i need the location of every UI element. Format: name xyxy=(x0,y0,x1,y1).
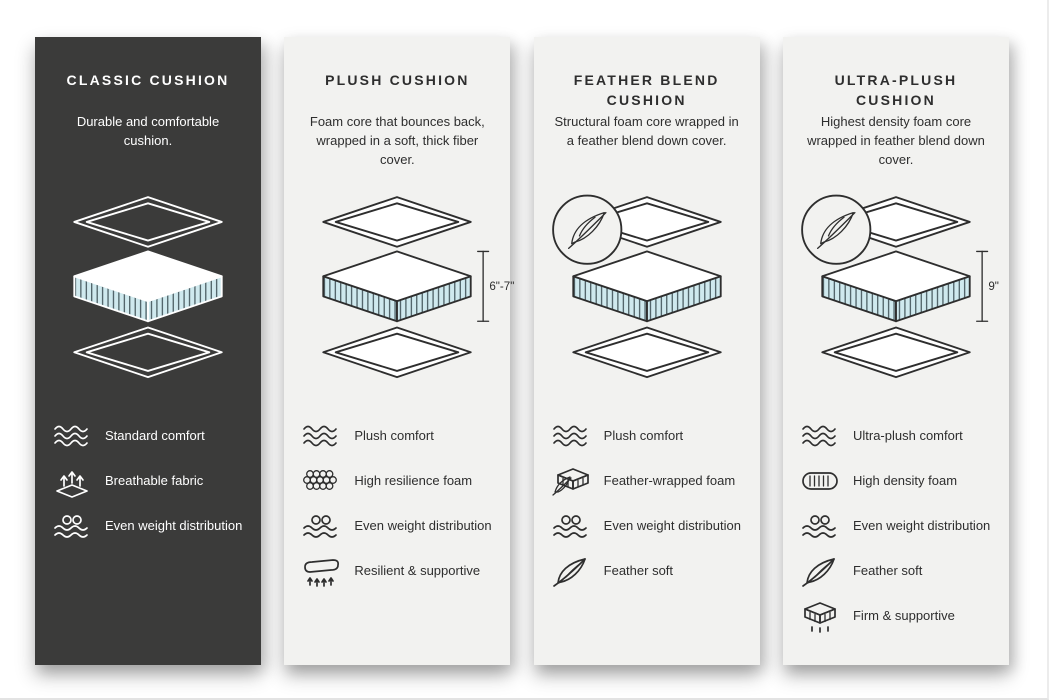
card-title: CLASSIC CUSHION xyxy=(66,72,230,88)
feather-icon xyxy=(550,554,592,588)
height-measurement: 9" xyxy=(976,250,999,322)
feature-label: Even weight distribution xyxy=(603,517,741,533)
layered-cushion-svg xyxy=(73,196,223,378)
feature-label: High resilience foam xyxy=(354,472,473,488)
layered-cushion-svg xyxy=(551,194,722,378)
card-description: Highest density foam core wrapped in fea… xyxy=(807,114,985,167)
feather-icon xyxy=(799,554,841,588)
feature-item: Feather-wrapped foam xyxy=(550,464,744,498)
feature-item: Plush comfort xyxy=(300,419,494,453)
waves-icon xyxy=(550,419,592,453)
feature-list: Standard comfort Breathable fabric Even … xyxy=(51,419,245,543)
feature-item: Ultra-plush comfort xyxy=(799,419,993,453)
feature-item: Even weight distribution xyxy=(300,509,494,543)
feather-badge xyxy=(801,194,872,265)
feature-label: Standard comfort xyxy=(105,427,205,443)
feature-label: High density foam xyxy=(852,472,958,488)
card-title: ULTRA-PLUSH CUSHION xyxy=(834,72,958,108)
feature-label: Even weight distribution xyxy=(105,517,243,533)
card-title: FEATHER BLEND CUSHION xyxy=(573,72,720,108)
feature-item: Even weight distribution xyxy=(550,509,744,543)
feature-item: Feather soft xyxy=(550,554,744,588)
feature-item: Standard comfort xyxy=(51,419,245,453)
breathable-icon xyxy=(51,464,93,498)
cushion-diagram: 6"-7" xyxy=(300,181,515,393)
resilient-icon xyxy=(300,554,342,588)
feature-item: Even weight distribution xyxy=(799,509,993,543)
waves-icon xyxy=(51,419,93,453)
height-measurement-label: 9" xyxy=(988,280,999,293)
card-classic-cushion: CLASSIC CUSHION Durable and comfortable … xyxy=(35,37,261,665)
feature-item: Firm & supportive xyxy=(799,599,993,633)
even-weight-icon xyxy=(799,509,841,543)
feature-list: Ultra-plush comfort High density foam Ev… xyxy=(799,419,993,633)
feature-label: Even weight distribution xyxy=(354,517,492,533)
feature-label: Breathable fabric xyxy=(105,472,204,488)
feather-wrapped-foam-icon xyxy=(550,464,592,498)
feature-label: Plush comfort xyxy=(354,427,434,443)
feature-label: Ultra-plush comfort xyxy=(852,427,963,443)
firm-supportive-icon xyxy=(799,599,841,633)
card-title: PLUSH CUSHION xyxy=(325,72,470,88)
feature-label: Resilient & supportive xyxy=(354,562,481,578)
even-weight-icon xyxy=(51,509,93,543)
card-description: Durable and comfortable cushion. xyxy=(76,114,220,148)
height-measurement: 6"-7" xyxy=(477,250,515,322)
card-feather-blend-cushion: FEATHER BLEND CUSHION Structural foam co… xyxy=(533,37,760,665)
feature-label: Even weight distribution xyxy=(852,517,991,533)
waves-icon xyxy=(300,419,342,453)
feature-item: Resilient & supportive xyxy=(300,554,494,588)
feature-label: Feather-wrapped foam xyxy=(603,472,736,488)
high-density-foam-icon xyxy=(799,464,841,498)
even-weight-icon xyxy=(550,509,592,543)
feature-item: Breathable fabric xyxy=(51,464,245,498)
feature-label: Firm & supportive xyxy=(852,607,955,623)
card-plush-cushion: PLUSH CUSHION Foam core that bounces bac… xyxy=(284,37,515,665)
feature-label: Feather soft xyxy=(852,562,923,578)
feature-label: Feather soft xyxy=(603,562,674,578)
feature-item: High resilience foam xyxy=(300,464,494,498)
layered-cushion-svg: 9" xyxy=(801,194,999,378)
feature-item: High density foam xyxy=(799,464,993,498)
cushion-diagram xyxy=(550,181,744,393)
feature-item: Plush comfort xyxy=(550,419,744,453)
feature-label: Plush comfort xyxy=(603,427,684,443)
cushion-diagram: 9" xyxy=(799,181,999,393)
feature-item: Even weight distribution xyxy=(51,509,245,543)
foam-bubbles-icon xyxy=(300,464,342,498)
card-description: Structural foam core wrapped in a feathe… xyxy=(554,114,739,148)
feature-list: Plush comfort Feather-wrapped foam xyxy=(550,419,744,588)
feature-list: Plush comfort High resilience foam Even … xyxy=(300,419,494,588)
height-measurement-label: 6"-7" xyxy=(490,280,515,293)
card-description: Foam core that bounces back, wrapped in … xyxy=(309,114,485,167)
layered-cushion-svg: 6"-7" xyxy=(322,196,515,378)
even-weight-icon xyxy=(300,509,342,543)
feature-item: Feather soft xyxy=(799,554,993,588)
cushion-diagram xyxy=(51,181,245,393)
waves-icon xyxy=(799,419,841,453)
feather-badge xyxy=(551,194,622,265)
card-ultra-plush-cushion: ULTRA-PLUSH CUSHION Highest density foam… xyxy=(782,37,1009,665)
